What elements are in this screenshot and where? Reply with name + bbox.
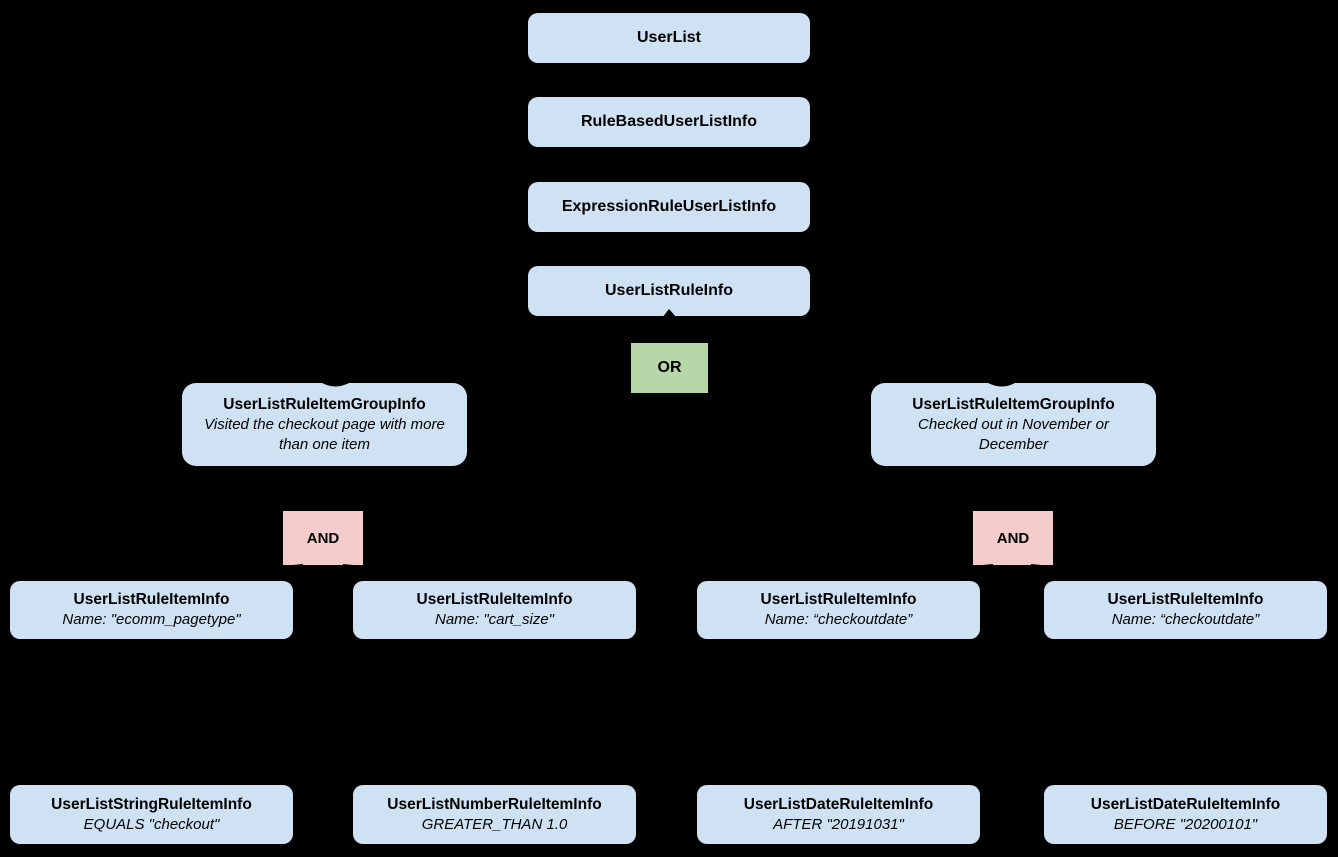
rule-item-checkoutdate-before: UserListRuleItemInfo Name: “checkoutdate… (1044, 581, 1327, 639)
operand-title: UserListDateRuleItemInfo (743, 795, 934, 813)
rule-item-checkoutdate-after: UserListRuleItemInfo Name: “checkoutdate… (697, 581, 980, 639)
rule-item-detail: Name: "cart_size" (434, 611, 555, 628)
node-expressionruleuserlistinfo: ExpressionRuleUserListInfo (528, 182, 810, 232)
node-userlist: UserList (528, 13, 810, 63)
group-description: Visited the checkout page with more than… (204, 415, 445, 453)
operand-date-rule-item-after: UserListDateRuleItemInfo AFTER "20191031… (697, 785, 980, 844)
rule-item-detail: Name: “checkoutdate” (1111, 611, 1260, 628)
node-label: RuleBasedUserListInfo (580, 113, 758, 130)
operand-detail: AFTER "20191031" (773, 815, 904, 833)
operand-title: UserListStringRuleItemInfo (51, 795, 252, 813)
node-label: UserListRuleInfo (604, 282, 733, 299)
operand-title: UserListDateRuleItemInfo (1090, 795, 1281, 813)
or-label: OR (657, 359, 682, 376)
operand-detail: BEFORE "20200101" (1113, 815, 1258, 833)
node-label: ExpressionRuleUserListInfo (561, 198, 777, 215)
operand-detail: EQUALS "checkout" (83, 815, 220, 833)
rule-item-title: UserListRuleItemInfo (73, 591, 230, 608)
and-operator-left: AND (283, 511, 363, 565)
operand-number-rule-item: UserListNumberRuleItemInfo GREATER_THAN … (353, 785, 636, 844)
group-node-left: UserListRuleItemGroupInfo Visited the ch… (182, 383, 467, 466)
group-title: UserListRuleItemGroupInfo (912, 395, 1115, 413)
rule-item-title: UserListRuleItemInfo (760, 591, 917, 608)
and-label: AND (996, 529, 1030, 547)
operand-title: UserListNumberRuleItemInfo (387, 795, 602, 813)
rule-item-ecomm-pagetype: UserListRuleItemInfo Name: "ecomm_pagety… (10, 581, 293, 639)
rule-item-detail: Name: “checkoutdate” (764, 611, 913, 628)
node-rulebaseduserlistinfo: RuleBasedUserListInfo (528, 97, 810, 147)
operand-detail: GREATER_THAN 1.0 (421, 815, 568, 833)
or-operator: OR (631, 343, 708, 393)
rule-item-title: UserListRuleItemInfo (416, 591, 573, 608)
rule-item-detail: Name: "ecomm_pagetype" (62, 611, 241, 628)
operand-string-rule-item: UserListStringRuleItemInfo EQUALS "check… (10, 785, 293, 844)
group-description: Checked out in November or December (918, 415, 1109, 453)
and-label: AND (306, 529, 340, 547)
rule-item-title: UserListRuleItemInfo (1107, 591, 1264, 608)
node-label: UserList (636, 29, 702, 46)
rule-item-cart-size: UserListRuleItemInfo Name: "cart_size" (353, 581, 636, 639)
operand-date-rule-item-before: UserListDateRuleItemInfo BEFORE "2020010… (1044, 785, 1327, 844)
group-node-right: UserListRuleItemGroupInfo Checked out in… (871, 383, 1156, 466)
and-operator-right: AND (973, 511, 1053, 565)
node-userlistruleinfo: UserListRuleInfo (528, 266, 810, 316)
group-title: UserListRuleItemGroupInfo (223, 395, 426, 413)
